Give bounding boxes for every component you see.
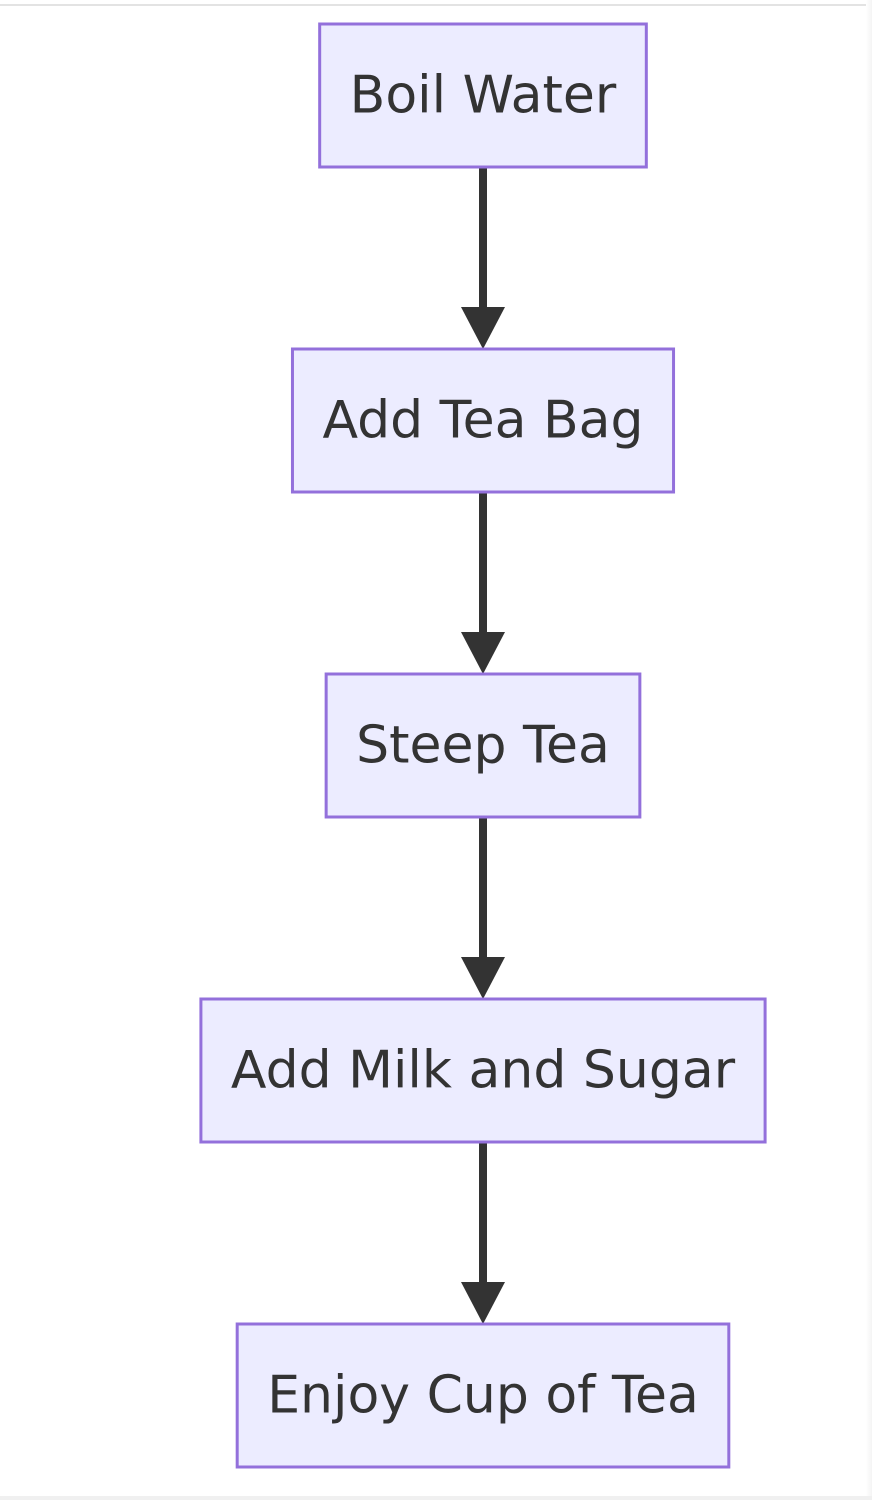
bottom-edge	[0, 1496, 872, 1500]
arrow-head-icon	[461, 307, 505, 349]
node-label: Add Tea Bag	[322, 391, 643, 451]
node-box	[290, 347, 676, 494]
edges	[461, 167, 505, 1324]
node-boil-water: Boil Water	[318, 22, 648, 169]
edge-add-milk-sugar-to-enjoy-tea	[461, 1142, 505, 1324]
node-add-tea-bag: Add Tea Bag	[290, 347, 676, 494]
edge-add-tea-bag-to-steep-tea	[461, 492, 505, 674]
node-add-milk-sugar: Add Milk and Sugar	[199, 997, 767, 1144]
node-label: Add Milk and Sugar	[231, 1041, 736, 1101]
edge-steep-tea-to-add-milk-sugar	[461, 817, 505, 999]
arrow-head-icon	[461, 632, 505, 674]
node-box	[318, 22, 648, 169]
node-label: Enjoy Cup of Tea	[267, 1366, 699, 1426]
top-divider	[0, 4, 872, 6]
node-box	[324, 672, 642, 819]
node-steep-tea: Steep Tea	[324, 672, 642, 819]
edge-boil-water-to-add-tea-bag	[461, 167, 505, 349]
node-enjoy-tea: Enjoy Cup of Tea	[235, 1322, 731, 1469]
arrow-head-icon	[461, 957, 505, 999]
node-label: Steep Tea	[356, 716, 610, 776]
node-label: Boil Water	[350, 66, 617, 126]
node-box	[235, 1322, 731, 1469]
arrow-head-icon	[461, 1282, 505, 1324]
scrollbar-track	[866, 0, 872, 1500]
node-box	[199, 997, 767, 1144]
